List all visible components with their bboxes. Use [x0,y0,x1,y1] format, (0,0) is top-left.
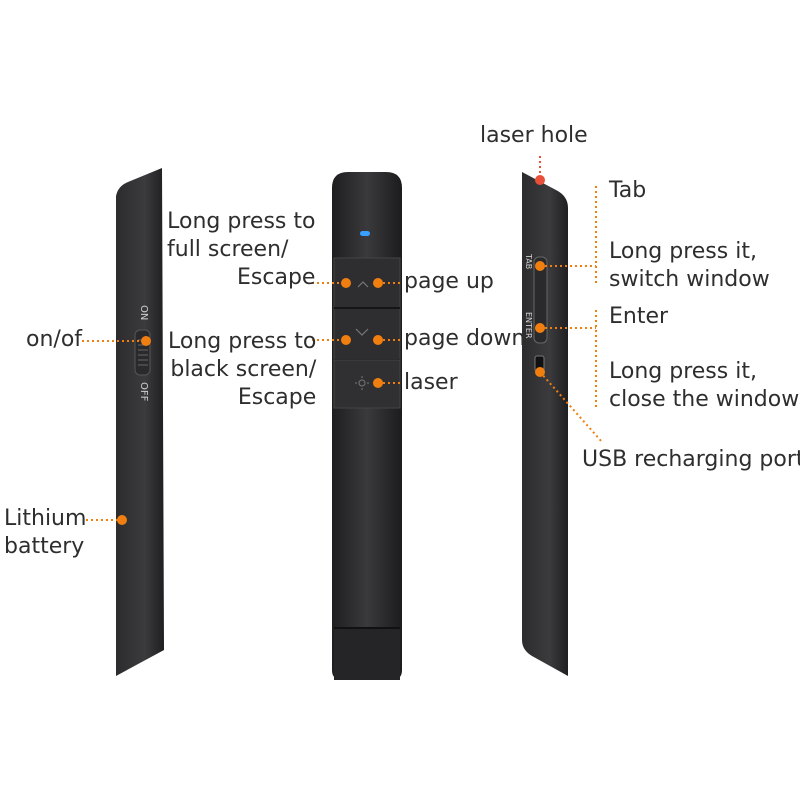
label-laser: laser [404,370,458,395]
label-lithium-battery: Lithium battery [4,506,87,559]
dot-usb [535,367,545,377]
label-long-press-black-screen: Long press to black screen/ Escape [168,329,317,410]
label-long-press-full-screen: Long press to full screen/ Escape [167,209,316,290]
label-long-press-close-window: Long press it, close the window [609,359,800,412]
dot-page-down [373,335,383,345]
label-page-down: page down [404,326,526,351]
chevron-up-icon[interactable] [357,281,369,288]
dot-full-screen [341,278,351,288]
callout-leaders [82,156,603,521]
dot-laser [373,378,383,388]
dot-tab [535,261,545,271]
front-view [332,172,402,680]
left-side-view: ON OFF [116,168,164,676]
label-laser-hole: laser hole [480,123,588,148]
chevron-down-icon[interactable] [355,328,369,336]
dot-laser-hole [535,175,545,185]
label-enter: Enter [609,304,669,329]
dot-on-off [141,336,151,346]
dot-page-up [373,278,383,288]
tab-marking: TAB [524,253,533,269]
laser-led [360,231,370,236]
right-side-view: TAB ENTER [522,172,568,676]
label-on-off: on/of [26,327,83,352]
tab-enter-rocker[interactable] [533,256,548,344]
off-marking: OFF [138,382,149,402]
enter-marking: ENTER [524,312,533,339]
callout-dots [117,175,545,525]
dot-enter [535,323,545,333]
label-tab: Tab [609,178,647,203]
dot-battery [117,515,127,525]
dot-black-screen [341,335,351,345]
label-usb-port: USB recharging port [582,447,800,472]
on-marking: ON [138,305,149,320]
label-long-press-switch-window: Long press it, switch window [609,239,770,292]
label-page-up: page up [404,269,494,294]
laser-icon[interactable] [355,376,369,390]
